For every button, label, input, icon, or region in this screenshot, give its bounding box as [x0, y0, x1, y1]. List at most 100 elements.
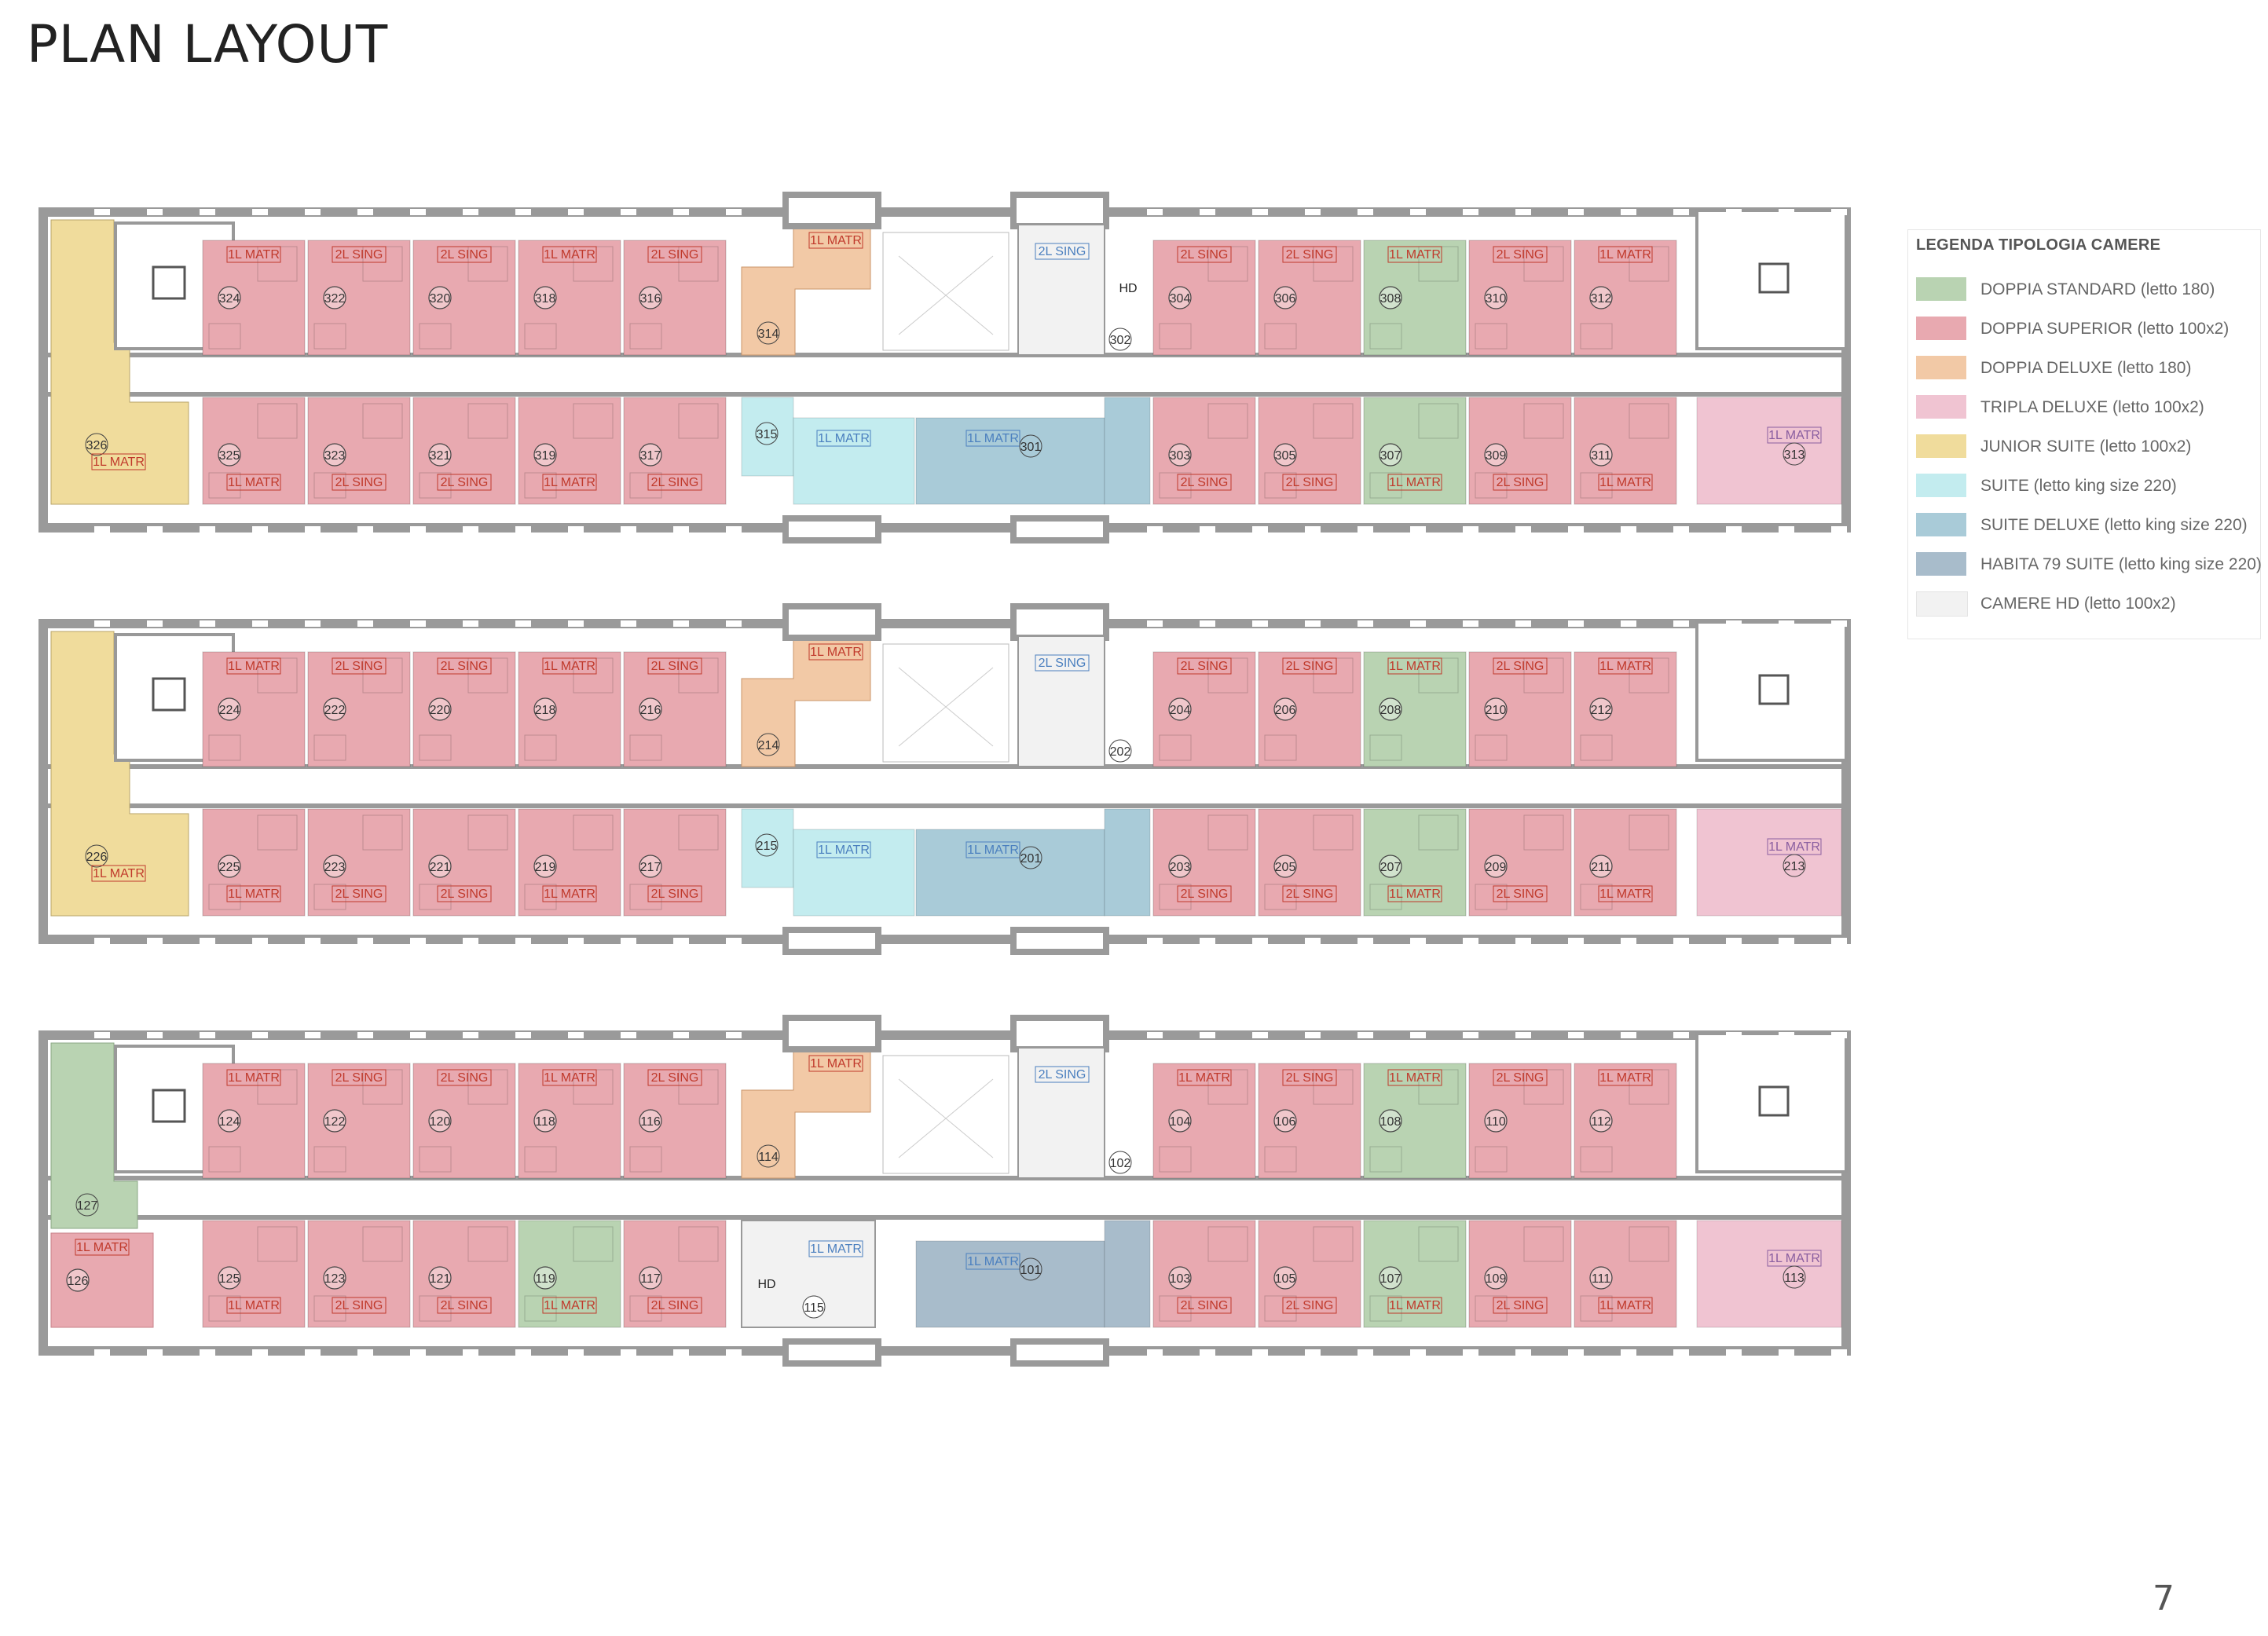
furniture: [524, 472, 557, 499]
furniture: [1629, 814, 1669, 851]
bed-label-box: [437, 885, 492, 902]
window: [1621, 209, 1636, 215]
room-number-circle: [533, 855, 557, 878]
bed-label: 1L MATR: [1599, 476, 1651, 489]
furniture: [208, 1146, 241, 1173]
room-fill: [307, 240, 411, 356]
bed-label: 2L SING: [441, 888, 489, 901]
bed-label: 2L SING: [1497, 660, 1544, 673]
window: [1726, 938, 1742, 944]
bed-label: 2L SING: [1181, 660, 1229, 673]
window: [1410, 620, 1426, 627]
room-fill: [1468, 651, 1572, 767]
room-fill: [793, 417, 915, 505]
room-number: 204: [1170, 704, 1191, 717]
stair-core-right: [1695, 1032, 1848, 1173]
furniture: [1313, 814, 1354, 851]
room-number: 124: [219, 1115, 240, 1129]
furniture: [1580, 1295, 1613, 1322]
bed-label: 2L SING: [1286, 660, 1334, 673]
room-fill: [623, 240, 727, 356]
furniture: [1369, 884, 1402, 910]
elevator-left: [152, 1089, 186, 1123]
room-number: 120: [430, 1115, 451, 1129]
window: [1463, 938, 1478, 944]
room-number: 119: [535, 1272, 555, 1286]
room-number: 324: [219, 292, 240, 306]
room-number-circle: [533, 1266, 557, 1290]
room-fill: [623, 808, 727, 917]
hd-tag: HD: [757, 1278, 775, 1291]
room-number: 301: [1020, 441, 1042, 454]
stair-core-right: [1695, 620, 1848, 762]
room-fill: [741, 224, 871, 356]
bed-label: 1L MATR: [1599, 248, 1651, 262]
room-fill: [1152, 240, 1256, 356]
furniture: [1629, 403, 1669, 439]
window: [1673, 209, 1689, 215]
bed-label-box: [647, 1297, 702, 1314]
central-stair: [882, 643, 1009, 763]
window: [252, 209, 268, 215]
room-number-circle: [1783, 854, 1806, 877]
furniture: [1159, 1146, 1192, 1173]
wing-top-right: [1010, 603, 1109, 641]
window: [673, 938, 689, 944]
window: [621, 526, 636, 533]
room-number-circle: [428, 1109, 452, 1133]
legend-title: LEGENDA TIPOLOGIA CAMERE: [1916, 236, 2161, 254]
bed-label: 1L MATR: [1389, 888, 1441, 901]
wing-top-left: [782, 1015, 881, 1052]
furniture: [419, 1295, 452, 1322]
furniture: [1369, 1146, 1402, 1173]
furniture: [629, 472, 662, 499]
room-fill: [1468, 1063, 1572, 1179]
bed-label: 2L SING: [1497, 476, 1544, 489]
furniture: [1159, 734, 1192, 761]
room-fill: [1258, 651, 1361, 767]
bed-label-box: [647, 246, 702, 263]
window: [305, 938, 321, 944]
furniture: [1369, 734, 1402, 761]
window: [1410, 1349, 1426, 1356]
furniture: [1580, 323, 1613, 350]
window: [410, 938, 426, 944]
room-number-circle: [1168, 697, 1192, 721]
room-number-circle: [1379, 1266, 1402, 1290]
furniture: [467, 1226, 508, 1262]
legend-item: CAMERE HD (letto 100x2): [1916, 591, 2254, 617]
window: [1726, 526, 1742, 533]
bed-label: 2L SING: [335, 660, 383, 673]
wing-top-left: [782, 603, 881, 641]
doppia-standard-area: [50, 1042, 138, 1229]
bed-label-box: [332, 1069, 387, 1086]
bed-label-box: [1282, 657, 1337, 675]
legend-swatch: [1916, 474, 1966, 497]
window: [1358, 526, 1373, 533]
bed-label-box: [1177, 885, 1232, 902]
room-fill: [518, 397, 621, 505]
furniture: [419, 472, 452, 499]
legend-label: CAMERE HD (letto 100x2): [1980, 595, 2176, 613]
room-number-circle: [1379, 286, 1402, 309]
room-fill: [1574, 397, 1677, 505]
window: [1726, 1349, 1742, 1356]
room-number: 113: [1784, 1272, 1805, 1285]
room-number: 213: [1784, 860, 1805, 873]
room-number-circle: [755, 833, 779, 857]
room-number-circle: [1273, 1266, 1297, 1290]
window: [1621, 620, 1636, 627]
window: [1200, 938, 1215, 944]
room-number: 306: [1275, 292, 1296, 306]
